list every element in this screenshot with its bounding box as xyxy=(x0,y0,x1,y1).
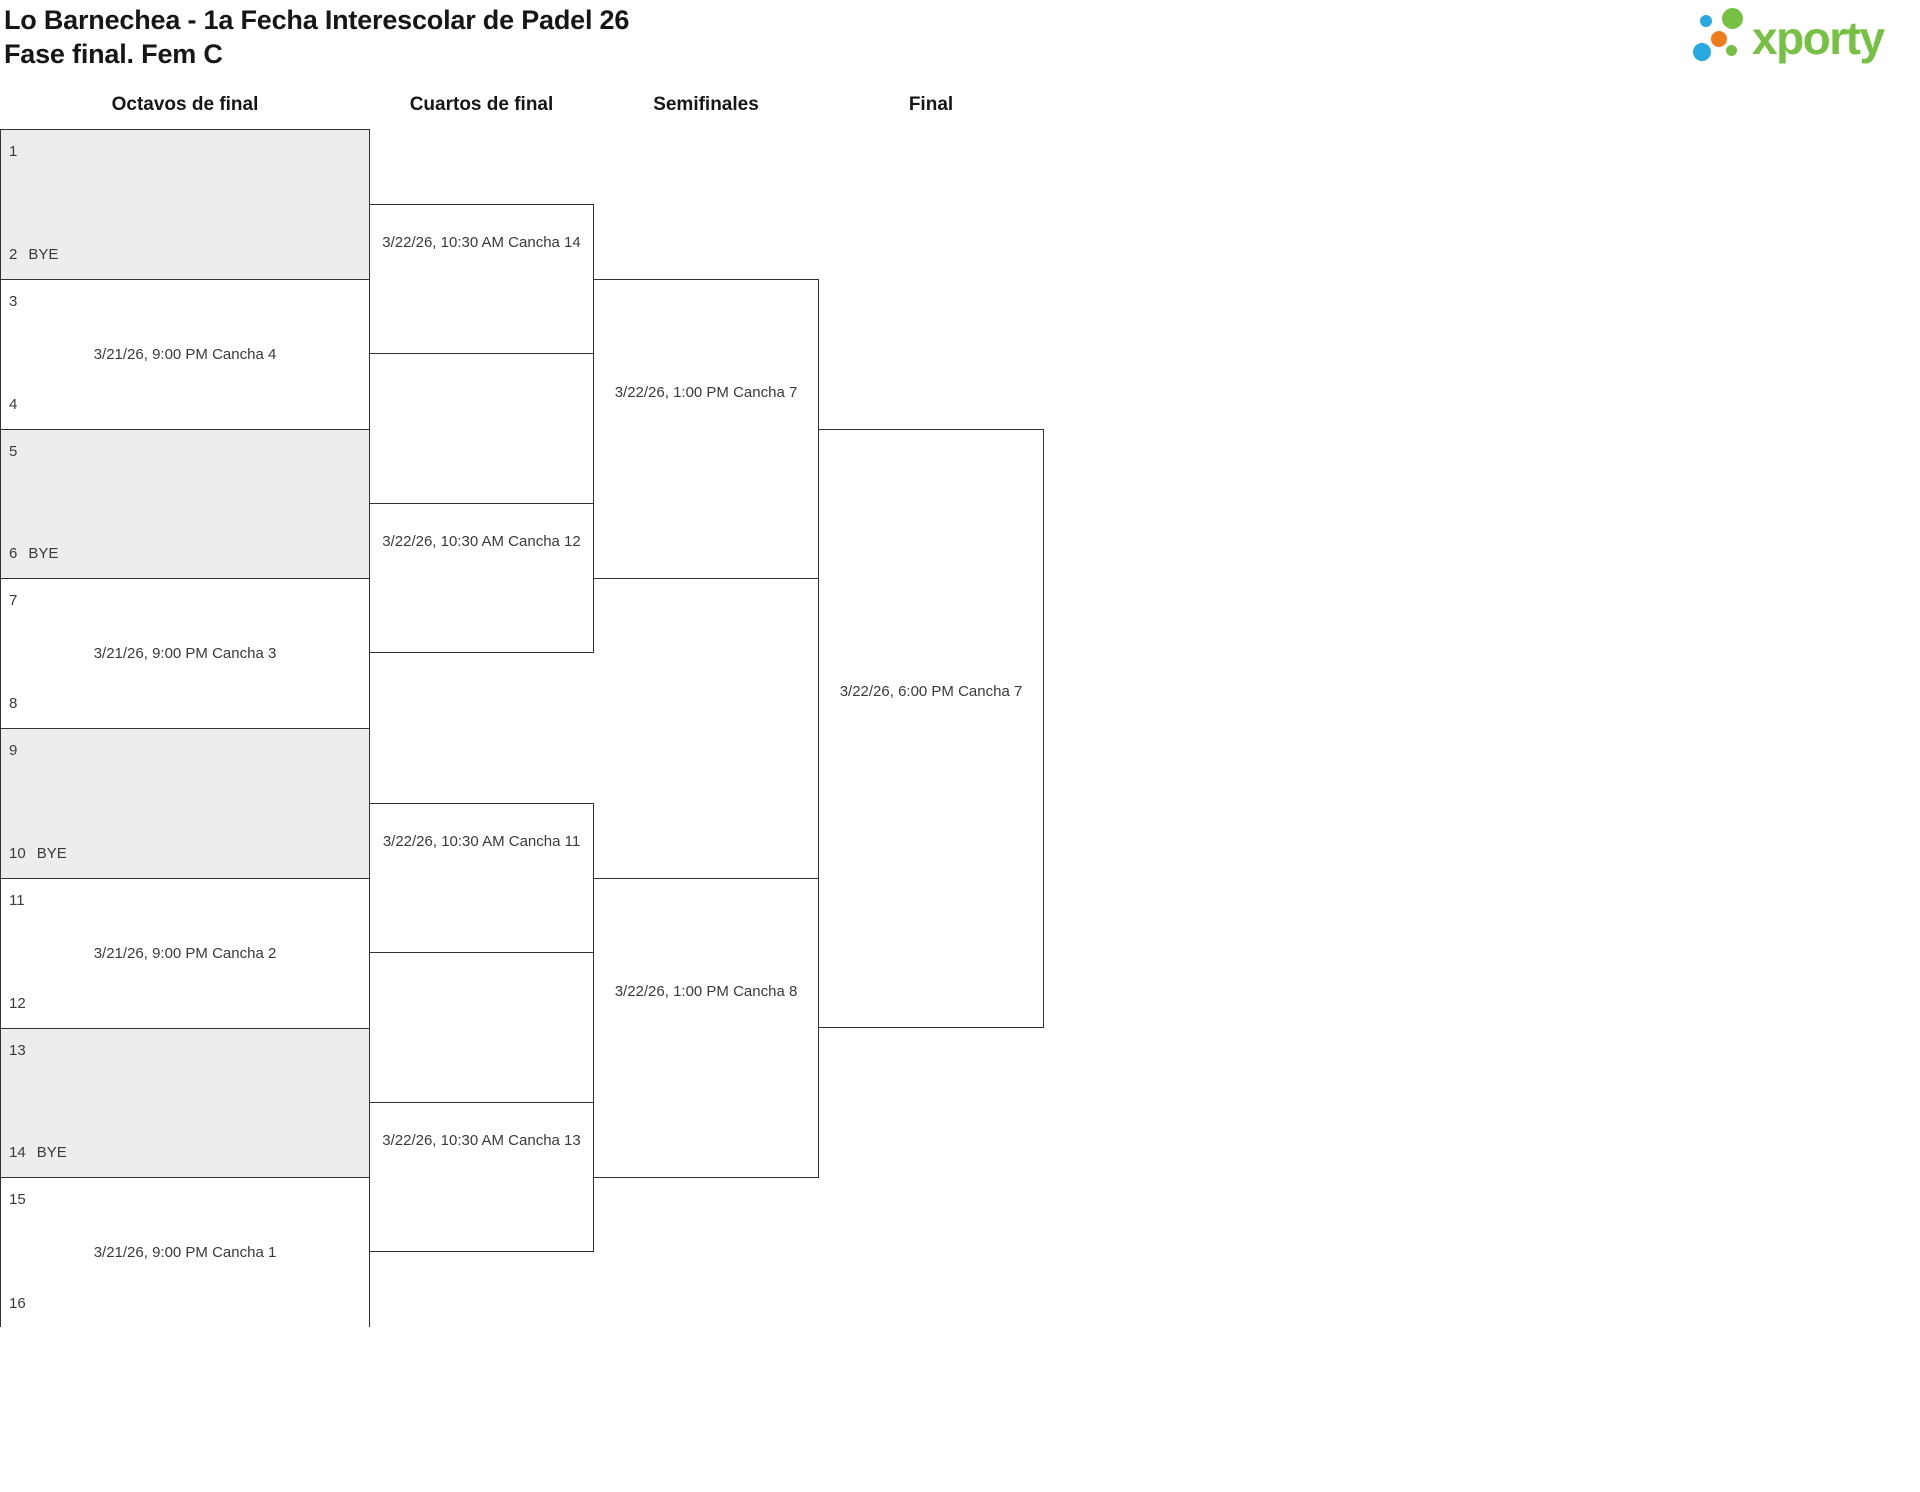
match-octavos-3[interactable]: 5 6 BYE xyxy=(1,430,369,579)
seed-number-value: 4 xyxy=(9,396,18,413)
match-cuartos-2[interactable]: 3/22/26, 10:30 AM Cancha 12 xyxy=(369,503,594,653)
match-schedule: 3/22/26, 10:30 AM Cancha 14 xyxy=(382,234,581,251)
match-octavos-2[interactable]: 3 4 3/21/26, 9:00 PM Cancha 4 xyxy=(1,280,369,430)
seed-number-value: 10 xyxy=(9,845,26,862)
seed-number-value: 6 xyxy=(9,545,18,562)
match-schedule: 3/21/26, 9:00 PM Cancha 2 xyxy=(93,945,277,962)
seed-number-value: 14 xyxy=(9,1144,26,1161)
match-octavos-7[interactable]: 13 14 BYE xyxy=(1,1029,369,1178)
seed-number: 7 xyxy=(9,592,18,609)
match-cuartos-4[interactable]: 3/22/26, 10:30 AM Cancha 13 xyxy=(369,1102,594,1252)
seed-number-value: 12 xyxy=(9,995,26,1012)
seed-number-value: 8 xyxy=(9,695,18,712)
seed-number: 1 xyxy=(9,143,18,160)
tournament-title: Lo Barnechea - 1a Fecha Interescolar de … xyxy=(4,5,630,35)
match-octavos-6[interactable]: 11 12 3/21/26, 9:00 PM Cancha 2 xyxy=(1,879,369,1029)
match-schedule: 3/22/26, 1:00 PM Cancha 7 xyxy=(614,384,798,401)
match-schedule: 3/22/26, 10:30 AM Cancha 12 xyxy=(382,533,581,550)
match-schedule: 3/21/26, 9:00 PM Cancha 3 xyxy=(93,645,277,662)
match-octavos-5[interactable]: 9 10 BYE xyxy=(1,729,369,879)
match-octavos-8[interactable]: 15 16 3/21/26, 9:00 PM Cancha 1 xyxy=(1,1178,369,1328)
seed-number: 8 xyxy=(9,694,17,714)
xporty-logo-link[interactable] xyxy=(1690,5,1915,70)
page-title: Lo Barnechea - 1a Fecha Interescolar de … xyxy=(4,3,629,71)
seed-number: 12 xyxy=(9,994,26,1014)
round-header-final: Final xyxy=(908,94,954,115)
match-schedule: 3/21/26, 9:00 PM Cancha 4 xyxy=(93,346,277,363)
match-semifinal-1[interactable]: 3/22/26, 1:00 PM Cancha 7 xyxy=(593,279,819,579)
seed-number: 11 xyxy=(9,892,25,909)
seed-number: 6 BYE xyxy=(9,544,58,564)
bye-label: BYE xyxy=(28,246,59,263)
match-octavos-4[interactable]: 7 8 3/21/26, 9:00 PM Cancha 3 xyxy=(1,579,369,729)
seed-number: 2 BYE xyxy=(9,245,58,265)
bye-label: BYE xyxy=(36,845,67,862)
match-semifinal-2[interactable]: 3/22/26, 1:00 PM Cancha 8 xyxy=(593,878,819,1178)
match-schedule: 3/22/26, 1:00 PM Cancha 8 xyxy=(614,983,798,1000)
seed-number-value: 2 xyxy=(9,246,18,263)
match-schedule: 3/22/26, 6:00 PM Cancha 7 xyxy=(839,683,1023,700)
seed-number: 10 BYE xyxy=(9,844,67,864)
match-cuartos-3[interactable]: 3/22/26, 10:30 AM Cancha 11 xyxy=(369,803,594,953)
phase-subtitle: Fase final. Fem C xyxy=(4,39,223,69)
match-octavos-1[interactable]: 1 2 BYE xyxy=(1,130,369,280)
match-schedule: 3/22/26, 10:30 AM Cancha 13 xyxy=(382,1132,581,1149)
round-header-semifinales: Semifinales xyxy=(653,94,759,115)
seed-number: 16 xyxy=(9,1294,26,1314)
seed-number: 15 xyxy=(9,1191,26,1208)
match-final-1[interactable]: 3/22/26, 6:00 PM Cancha 7 xyxy=(818,429,1044,1028)
bye-label: BYE xyxy=(28,545,59,562)
seed-number: 9 xyxy=(9,742,18,759)
seed-number: 4 xyxy=(9,395,17,415)
seed-number: 5 xyxy=(9,443,18,460)
match-cuartos-1[interactable]: 3/22/26, 10:30 AM Cancha 14 xyxy=(369,204,594,354)
seed-number-value: 16 xyxy=(9,1295,26,1312)
seed-number: 14 BYE xyxy=(9,1143,67,1163)
seed-number: 13 xyxy=(9,1042,26,1059)
match-schedule: 3/21/26, 9:00 PM Cancha 1 xyxy=(93,1244,277,1261)
bye-label: BYE xyxy=(36,1144,67,1161)
match-schedule: 3/22/26, 10:30 AM Cancha 11 xyxy=(382,833,581,850)
round-header-cuartos: Cuartos de final xyxy=(409,94,554,115)
round-header-octavos: Octavos de final xyxy=(111,94,259,115)
seed-number: 3 xyxy=(9,293,18,310)
